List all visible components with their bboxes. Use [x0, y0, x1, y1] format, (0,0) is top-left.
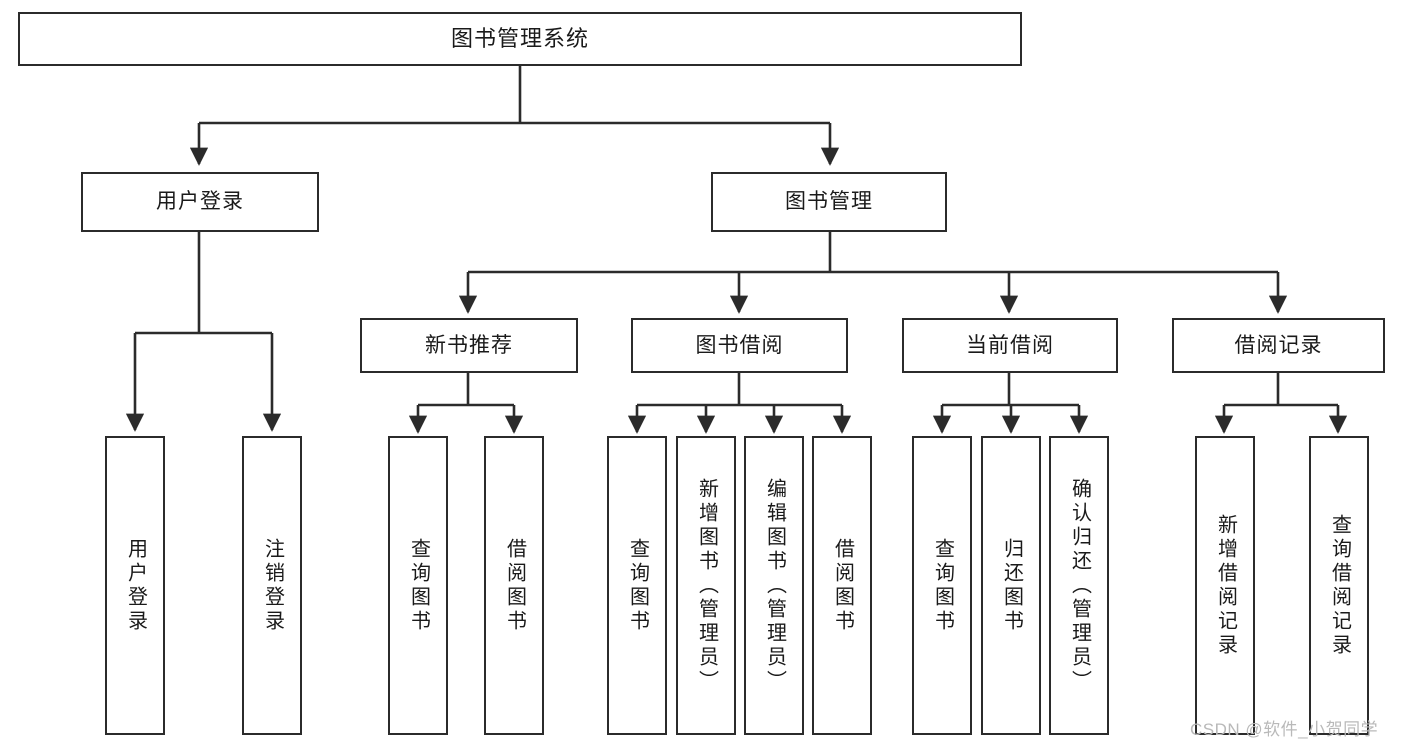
leaf-current-borrow-return-books[interactable]: 归还图书: [981, 436, 1041, 735]
node-label: 借阅图书: [503, 537, 526, 634]
leaf-book-borrow-query-books[interactable]: 查询图书: [607, 436, 667, 735]
leaf-borrow-record-add-record[interactable]: 新增借阅记录: [1195, 436, 1255, 735]
leaf-user-login-login[interactable]: 用户登录: [105, 436, 165, 735]
leaf-borrow-record-query-record[interactable]: 查询借阅记录: [1309, 436, 1369, 735]
leaf-current-borrow-query-books[interactable]: 查询图书: [912, 436, 972, 735]
node-label: 新增借阅记录: [1214, 513, 1237, 658]
leaf-book-borrow-edit-book-admin[interactable]: 编辑图书（管理员）: [744, 436, 804, 735]
leaf-book-borrow-add-book-admin[interactable]: 新增图书（管理员）: [676, 436, 736, 735]
node-label: 新书推荐: [425, 333, 513, 357]
node-label: 借阅记录: [1234, 333, 1323, 357]
node-label: 图书借阅: [695, 333, 784, 357]
leaf-new-book-query-books[interactable]: 查询图书: [388, 436, 448, 735]
node-new-book-recommendation[interactable]: 新书推荐: [360, 318, 578, 373]
node-label: 归还图书: [1000, 537, 1023, 634]
node-label: 图书管理系统: [450, 25, 589, 51]
node-label: 编辑图书（管理员）: [763, 477, 786, 694]
node-label: 新增图书（管理员）: [695, 477, 718, 694]
node-label: 借阅图书: [831, 537, 854, 634]
leaf-book-borrow-borrow-books[interactable]: 借阅图书: [812, 436, 872, 735]
node-label: 注销登录: [261, 537, 284, 634]
node-root-book-management-system[interactable]: 图书管理系统: [18, 12, 1022, 66]
node-book-management[interactable]: 图书管理: [711, 172, 947, 232]
node-label: 图书管理: [785, 190, 873, 214]
node-current-borrowing[interactable]: 当前借阅: [902, 318, 1118, 373]
leaf-user-login-logout[interactable]: 注销登录: [242, 436, 302, 735]
node-label: 用户登录: [156, 190, 244, 214]
csdn-watermark: CSDN @软件_小贺同学: [1190, 720, 1379, 739]
node-label: 当前借阅: [966, 333, 1054, 357]
node-book-borrowing[interactable]: 图书借阅: [631, 318, 848, 373]
leaf-current-borrow-confirm-return-admin[interactable]: 确认归还（管理员）: [1049, 436, 1109, 735]
node-label: 查询借阅记录: [1328, 513, 1351, 658]
node-borrowing-records[interactable]: 借阅记录: [1172, 318, 1385, 373]
node-label: 查询图书: [931, 537, 954, 634]
node-label: 查询图书: [626, 537, 649, 634]
node-user-login[interactable]: 用户登录: [81, 172, 319, 232]
leaf-new-book-borrow-books[interactable]: 借阅图书: [484, 436, 544, 735]
node-label: 查询图书: [407, 537, 430, 634]
node-label: 确认归还（管理员）: [1068, 477, 1091, 694]
node-label: 用户登录: [124, 537, 147, 634]
